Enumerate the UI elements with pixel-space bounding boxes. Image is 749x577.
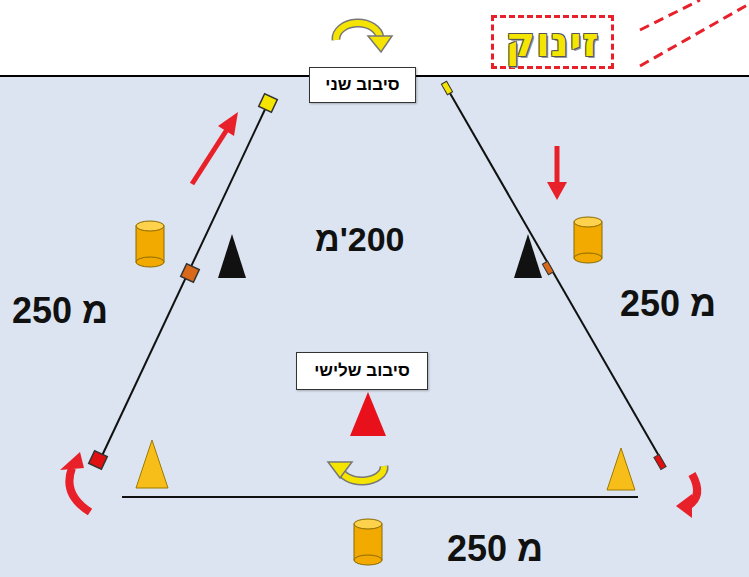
buoy xyxy=(259,94,278,113)
shore-band xyxy=(0,0,749,76)
dashed-pointer xyxy=(640,0,700,30)
dashed-pointer xyxy=(640,4,749,66)
turn-arrow xyxy=(60,452,90,512)
turn-arrow xyxy=(676,474,697,518)
buoy xyxy=(654,454,666,469)
direction-arrow xyxy=(192,112,238,184)
turn-box: סיבוב שלישי xyxy=(296,352,428,390)
distance-label: מ'200 xyxy=(315,220,405,259)
turn-arrow xyxy=(328,462,384,481)
buoy xyxy=(181,264,200,283)
course-line xyxy=(447,88,663,463)
box-text: סיבוב שני xyxy=(325,75,399,95)
box-text: זינוק xyxy=(505,19,599,65)
box-text: סיבוב שלישי xyxy=(314,361,410,381)
cylinder-marker xyxy=(354,519,382,565)
course-line xyxy=(122,496,638,498)
cylinder-marker xyxy=(574,217,602,263)
triangle-marker xyxy=(350,392,386,436)
triangle-marker xyxy=(514,234,542,278)
triangle-marker xyxy=(136,440,168,488)
triangle-marker xyxy=(607,448,635,490)
triangle-marker xyxy=(218,234,246,278)
turn-box: סיבוב שני xyxy=(309,67,416,103)
buoy xyxy=(89,451,108,470)
start-box: זינוק xyxy=(491,15,614,69)
buoy xyxy=(542,261,553,274)
course-line xyxy=(100,103,268,460)
distance-label: 250 מ xyxy=(620,283,716,325)
distance-label: 250 מ xyxy=(12,290,108,332)
cylinder-marker xyxy=(136,221,164,267)
distance-label: 250 מ xyxy=(447,528,543,570)
buoy xyxy=(441,81,452,94)
turn-arrow xyxy=(336,23,392,52)
direction-arrow xyxy=(547,146,567,200)
